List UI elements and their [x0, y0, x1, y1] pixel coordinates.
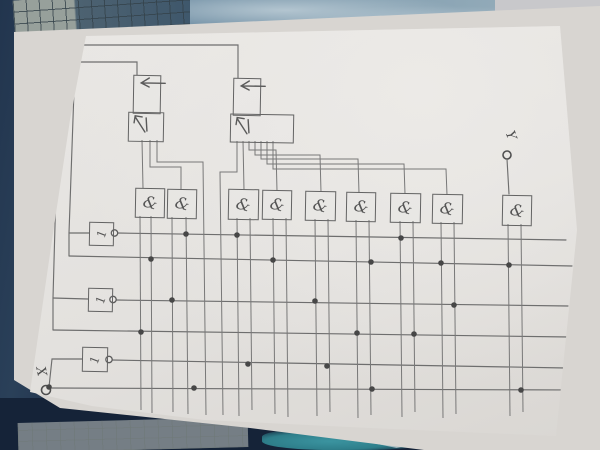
and-gate-9: & [501, 194, 533, 227]
not-gate-3: 1 [81, 346, 109, 373]
y-terminal-circle [502, 150, 512, 160]
and-gate-5-label: & [311, 194, 330, 217]
junction-dot [234, 232, 240, 238]
junction-dot [138, 329, 144, 335]
and-gate-5: & [304, 190, 337, 222]
not-gate-1: 1 [88, 221, 115, 247]
and-gate-7-label: & [396, 196, 415, 219]
and-gate-3-label: & [234, 192, 253, 216]
and-gate-3: & [227, 188, 260, 221]
connection-dots [46, 231, 524, 393]
and-gate-1: & [134, 187, 166, 219]
and-gate-7: & [389, 192, 422, 224]
and-gate-6: & [345, 191, 377, 223]
junction-dot [411, 331, 417, 337]
junction-dot [369, 386, 375, 392]
left-arrow-icon [139, 77, 166, 88]
register-box-1 [127, 111, 165, 143]
junction-dot [148, 256, 154, 262]
junction-dot [438, 260, 444, 266]
and-gate-8: & [431, 193, 464, 225]
junction-dot [368, 259, 374, 265]
not-gate-2-label: 1 [92, 293, 109, 307]
and-gate-2: & [166, 188, 198, 220]
and-gate-1-label: & [140, 191, 160, 214]
junction-dot [324, 363, 330, 369]
x-terminal-circle [40, 384, 52, 396]
up-left-arrow-icon [235, 116, 250, 135]
junction-dot [191, 385, 197, 391]
not-gate-2: 1 [87, 287, 114, 313]
junction-dot [270, 257, 276, 263]
junction-dot [169, 297, 175, 303]
junction-dot [451, 302, 457, 308]
junction-dot [506, 262, 512, 268]
flipflop-box-2 [232, 77, 266, 117]
junction-dot [518, 387, 524, 393]
left-arrow-icon [239, 80, 266, 91]
junction-dot [354, 330, 360, 336]
junction-dot [46, 384, 52, 390]
and-gate-4-label: & [267, 193, 287, 216]
up-left-arrow-icon [133, 115, 148, 133]
junction-dot [398, 235, 404, 241]
and-gate-2-label: & [172, 192, 192, 215]
and-gate-4: & [261, 189, 293, 221]
not-gate-1-label: 1 [93, 227, 110, 241]
junction-dot [312, 298, 318, 304]
and-gate-8-label: & [438, 197, 457, 220]
and-gate-6-label: & [351, 195, 371, 218]
junction-dot [245, 361, 251, 367]
register-box-2 [229, 113, 295, 144]
and-gate-9-label: & [507, 198, 527, 222]
junction-dot [183, 231, 189, 237]
flipflop-box-1 [132, 74, 166, 115]
not-gate-3-label: 1 [87, 353, 103, 366]
